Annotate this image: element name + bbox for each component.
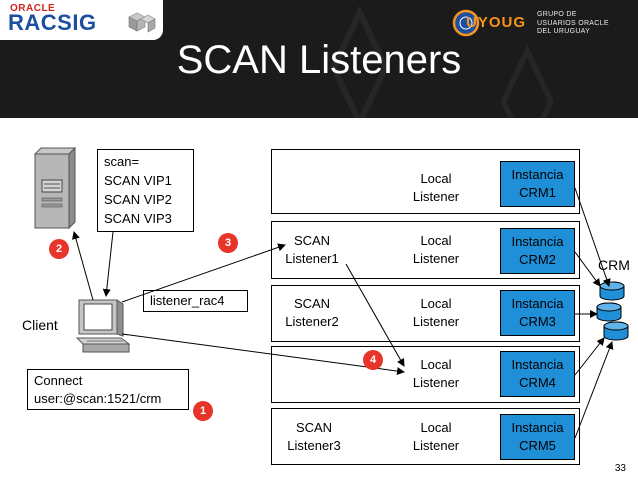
instance-crm3: Instancia CRM3 xyxy=(500,290,575,336)
local-listener-label: Local xyxy=(420,357,452,372)
instance-label: Instancia xyxy=(511,357,564,372)
dns-line: SCAN VIP2 xyxy=(104,192,172,207)
step-badge-3: 3 xyxy=(218,233,238,253)
local-listener-label: Listener xyxy=(412,438,460,453)
scan-listener-label: Listener1 xyxy=(285,251,339,266)
database-icon xyxy=(596,281,629,341)
instance-label: CRM3 xyxy=(519,314,556,329)
local-listener-3: Local Listener xyxy=(400,295,472,331)
instance-label: CRM4 xyxy=(519,375,556,390)
header-watermark-2: ◊ xyxy=(500,30,555,118)
scan-listener-label: SCAN xyxy=(293,296,331,311)
instance-crm1: Instancia CRM1 xyxy=(500,161,575,207)
instance-crm4: Instancia CRM4 xyxy=(500,351,575,397)
instance-label: Instancia xyxy=(511,420,564,435)
connect-line: user:@scan:1521/crm xyxy=(34,391,162,406)
step-badge-1: 1 xyxy=(193,401,213,421)
dns-entry-box xyxy=(97,149,194,232)
slide-title: SCAN Listeners xyxy=(176,38,462,82)
listener-rac4-label: listener_rac4 xyxy=(150,293,225,308)
dns-line: SCAN VIP3 xyxy=(104,211,172,226)
arrow-instance-to-db xyxy=(574,341,614,439)
instance-label: CRM5 xyxy=(519,438,556,453)
database-label: CRM xyxy=(598,257,630,273)
connect-string-box xyxy=(27,369,189,410)
header-watermark: ◊ xyxy=(330,0,390,118)
page-number: 33 xyxy=(614,463,626,474)
instance-crm5: Instancia CRM5 xyxy=(500,414,575,460)
local-listener-label: Listener xyxy=(412,251,460,266)
dns-server-icon xyxy=(33,146,77,230)
scan-listener-1: SCAN Listener1 xyxy=(278,232,346,268)
header-banner: ◊ ◊ ORACLE RACSIG UYOUG GRUPO DE USUARIO… xyxy=(0,0,638,118)
local-listener-2: Local Listener xyxy=(400,232,472,268)
local-listener-label: Local xyxy=(420,171,452,186)
scan-listener-label: SCAN xyxy=(295,420,333,435)
step-badge-4: 4 xyxy=(363,350,383,370)
scan-listener-label: SCAN xyxy=(293,233,331,248)
local-listener-label: Local xyxy=(420,420,452,435)
cubes-icon xyxy=(128,12,156,33)
local-listener-label: Listener xyxy=(412,189,460,204)
instance-label: Instancia xyxy=(511,296,564,311)
scan-listener-label: Listener2 xyxy=(285,314,339,329)
local-listener-5: Local Listener xyxy=(400,419,472,455)
dns-line: scan= xyxy=(104,154,140,169)
uyoug-group-line: USUARIOS ORACLE xyxy=(537,19,609,27)
local-listener-4: Local Listener xyxy=(400,356,472,392)
client-label: Client xyxy=(22,317,58,333)
instance-label: CRM2 xyxy=(519,252,556,267)
connect-line: Connect xyxy=(34,373,83,388)
local-listener-1: Local Listener xyxy=(400,170,472,206)
uyoug-group-text: GRUPO DE USUARIOS ORACLE DEL URUGUAY xyxy=(537,11,609,37)
uyoug-group-line: DEL URUGUAY xyxy=(537,28,591,35)
dns-line: SCAN VIP1 xyxy=(104,173,172,188)
instance-label: Instancia xyxy=(511,167,564,182)
local-listener-label: Listener xyxy=(412,314,460,329)
local-listener-label: Listener xyxy=(412,375,460,390)
local-listener-label: Local xyxy=(420,296,452,311)
uyoug-group-line: GRUPO DE xyxy=(537,11,577,18)
scan-listener-3: SCAN Listener3 xyxy=(280,419,348,455)
racsig-logo: ORACLE RACSIG xyxy=(0,0,163,40)
uyoug-globe-icon xyxy=(452,9,480,37)
arrow-dns-to-client xyxy=(102,231,114,297)
client-computer-icon xyxy=(75,299,131,353)
step-badge-2: 2 xyxy=(49,239,69,259)
oracle-logo-text: ORACLE xyxy=(10,3,56,14)
instance-label: CRM1 xyxy=(519,185,556,200)
racsig-logo-text: RACSIG xyxy=(8,10,97,35)
scan-listener-label: Listener3 xyxy=(287,438,341,453)
local-listener-label: Local xyxy=(420,233,452,248)
scan-listener-2: SCAN Listener2 xyxy=(278,295,346,331)
instance-label: Instancia xyxy=(511,234,564,249)
uyoug-logo-text: UYOUG xyxy=(466,14,527,31)
instance-crm2: Instancia CRM2 xyxy=(500,228,575,274)
arrow-client-to-dns xyxy=(72,231,94,301)
